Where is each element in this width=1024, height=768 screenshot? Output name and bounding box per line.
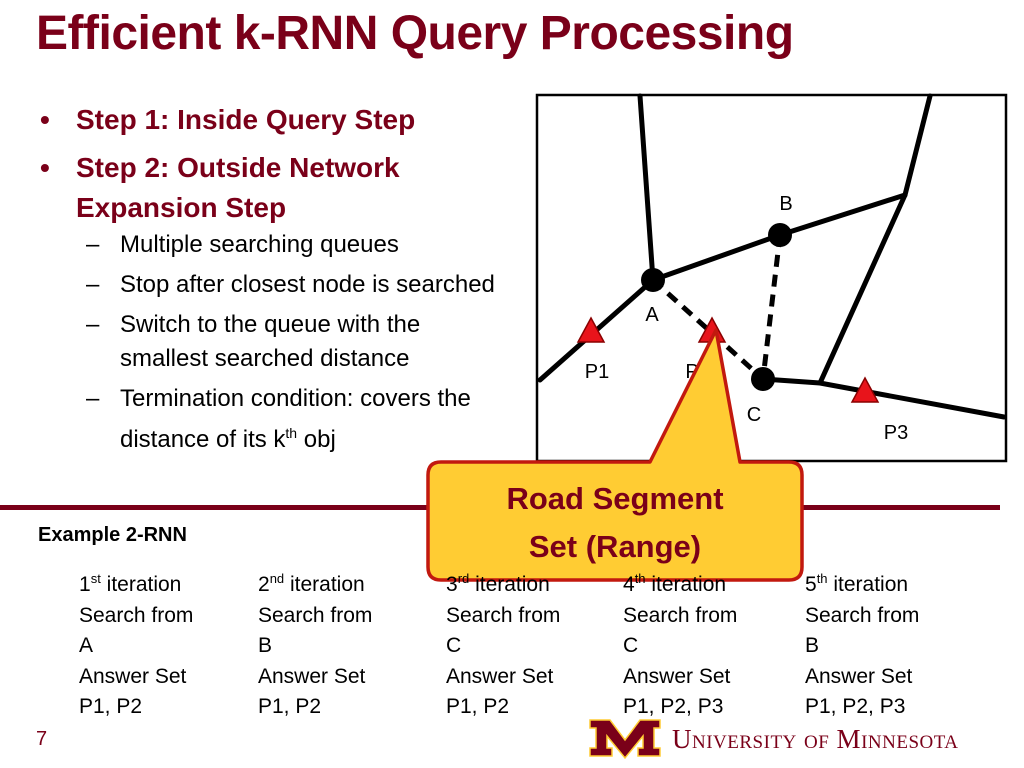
sub-bullet-1-text: Multiple searching queues: [120, 231, 399, 258]
road-segment: [817, 380, 1007, 420]
road-segment: [637, 93, 656, 283]
iteration-answer-label: Answer Set: [446, 664, 554, 688]
iter-num: 3: [446, 573, 458, 596]
bullet-dot: •: [40, 152, 50, 183]
iteration-heading: 1st iteration: [79, 564, 193, 601]
iteration-heading: 5th iteration: [805, 564, 919, 601]
road-segment: [777, 192, 908, 238]
dash-marker: –: [86, 231, 100, 258]
sub-bullet-1: – Multiple searching queues: [40, 228, 510, 262]
slide-title: Efficient k-RNN Query Processing: [36, 7, 794, 60]
university-name: University of Minnesota: [672, 724, 959, 754]
bullet-list: • Step 1: Inside Query Step • Step 2: Ou…: [40, 100, 510, 457]
iteration-heading: 2nd iteration: [258, 564, 372, 601]
label-b: B: [779, 193, 792, 215]
label-p3: P3: [884, 422, 908, 444]
dash-marker: –: [86, 385, 100, 412]
iteration-answer-set: P1, P2: [79, 695, 143, 718]
iteration-search-node: B: [805, 634, 820, 657]
iter-word: iteration: [284, 573, 365, 596]
iteration-column-5: 5th iteration Search from B Answer Set P…: [805, 564, 919, 723]
iter-sup: rd: [457, 571, 470, 586]
bullet-step-2: • Step 2: Outside Network Expansion Step: [40, 148, 510, 228]
bullet-dot: •: [40, 104, 50, 135]
iter-word: iteration: [100, 573, 182, 596]
sub-bullet-3: – Switch to the queue with the smallest …: [40, 308, 510, 376]
sub-bullet-4-prefix: Termination condition: covers the distan…: [120, 385, 471, 453]
dash-marker: –: [86, 311, 100, 338]
iteration-column-4: 4th iteration Search from C Answer Set P…: [623, 564, 737, 723]
iter-word: iteration: [645, 573, 727, 596]
iteration-heading: 4th iteration: [623, 564, 737, 601]
iter-num: 2: [258, 573, 270, 596]
iter-num: 5: [805, 573, 817, 596]
iteration-search-node: C: [446, 634, 462, 657]
sub-bullet-4-text: Termination condition: covers the distan…: [120, 385, 471, 453]
page-number: 7: [36, 728, 48, 750]
road-segment: [817, 192, 908, 386]
node-b: [768, 223, 792, 247]
iteration-column-1: 1st iteration Search from A Answer Set P…: [79, 564, 193, 723]
label-a: A: [645, 304, 659, 326]
node-a: [641, 268, 665, 292]
iter-word: iteration: [827, 573, 909, 596]
sub-bullet-4: – Termination condition: covers the dist…: [40, 382, 510, 457]
iter-num: 4: [623, 573, 635, 596]
callout-line-2: Set (Range): [529, 529, 701, 564]
iteration-answer-set: P1, P2, P3: [805, 695, 906, 718]
bullet-step-2-text: Step 2: Outside Network Expansion Step: [76, 152, 400, 223]
road-segment: [902, 93, 933, 198]
iteration-search-label: Search from: [79, 603, 194, 627]
iter-sup: th: [816, 571, 828, 586]
university-logo-icon: [589, 719, 661, 760]
iter-sup: nd: [269, 571, 285, 586]
iteration-answer-label: Answer Set: [805, 664, 913, 688]
iteration-search-node: C: [623, 634, 639, 657]
road-segment: [650, 232, 783, 283]
iteration-answer-label: Answer Set: [258, 664, 366, 688]
iteration-answer-set: P1, P2: [258, 695, 322, 718]
point-p1-triangle: [576, 316, 606, 343]
iteration-search-node: A: [79, 634, 94, 657]
callout-line-1: Road Segment: [506, 481, 723, 516]
bullet-step-1-text: Step 1: Inside Query Step: [76, 104, 416, 135]
iter-num: 1: [79, 573, 91, 596]
point-p3-triangle: [850, 376, 880, 403]
diagram-frame: [535, 93, 1008, 463]
dashed-segment: [760, 234, 783, 380]
iteration-column-3: 3rd iteration Search from C Answer Set P…: [446, 564, 560, 723]
iteration-answer-label: Answer Set: [79, 664, 187, 688]
iteration-search-node: B: [258, 634, 273, 657]
sub-bullet-2: – Stop after closest node is searched: [40, 268, 510, 302]
label-c: C: [747, 404, 761, 426]
iteration-answer-label: Answer Set: [623, 664, 731, 688]
iteration-answer-set: P1, P2: [446, 695, 510, 718]
sub-bullet-2-text: Stop after closest node is searched: [120, 271, 495, 298]
iter-word: iteration: [469, 573, 550, 596]
node-c: [751, 367, 775, 391]
iter-sup: th: [634, 571, 646, 586]
example-title: Example 2-RNN: [38, 524, 187, 546]
bullet-step-1: • Step 1: Inside Query Step: [40, 100, 510, 140]
iteration-answer-set: P1, P2, P3: [623, 695, 724, 718]
iteration-search-label: Search from: [805, 603, 920, 627]
sub-bullet-4-suffix: obj: [297, 426, 336, 453]
dashed-segment: [651, 278, 765, 381]
dash-marker: –: [86, 271, 100, 298]
label-p1: P1: [585, 361, 609, 383]
iteration-search-label: Search from: [446, 603, 561, 627]
iteration-search-label: Search from: [258, 603, 373, 627]
sub-bullet-3-text: Switch to the queue with the smallest se…: [120, 311, 421, 372]
callout-box: [426, 328, 804, 582]
iteration-search-label: Search from: [623, 603, 738, 627]
sub-bullet-4-sup: th: [285, 425, 298, 441]
iteration-column-2: 2nd iteration Search from B Answer Set P…: [258, 564, 372, 723]
iter-sup: st: [90, 571, 101, 586]
iteration-heading: 3rd iteration: [446, 564, 560, 601]
